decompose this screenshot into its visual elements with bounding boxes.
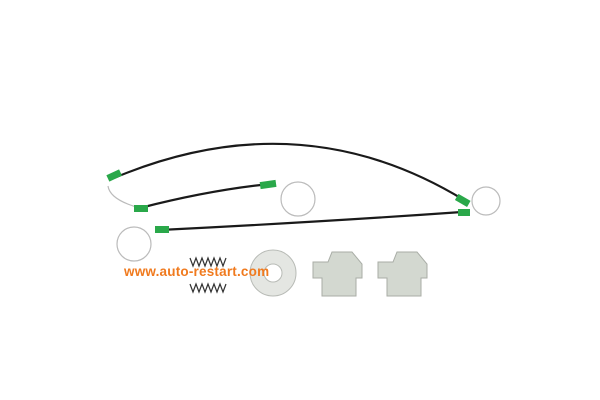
- drive-pulley: [249, 249, 297, 297]
- cables: [113, 142, 465, 232]
- lower-cable: [159, 210, 463, 232]
- cable-guides: [312, 251, 428, 297]
- wire-loops: [107, 181, 501, 262]
- middle-cable: [139, 182, 271, 210]
- springs: [189, 256, 227, 294]
- cable-fittings: [106, 169, 471, 233]
- upper-cable: [113, 142, 465, 201]
- watermark-text: www.auto-restart.com: [124, 264, 270, 279]
